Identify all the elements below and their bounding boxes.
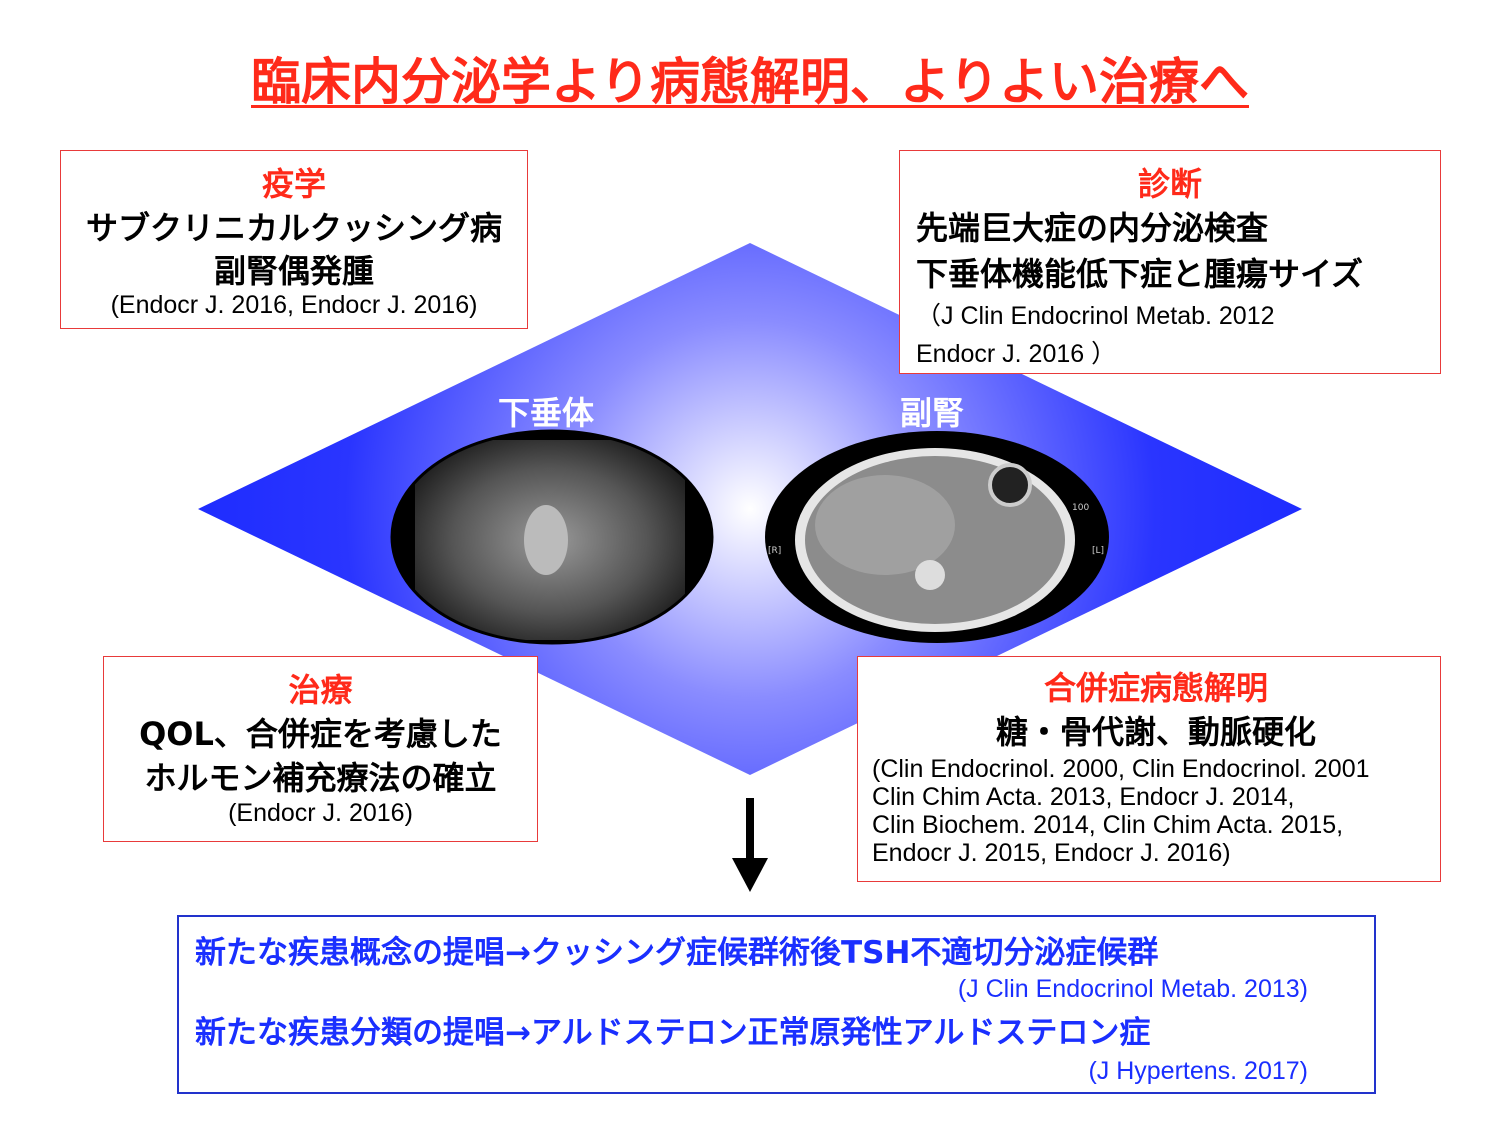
conclusion-box: 新たな疾患概念の提唱→クッシング症候群術後TSH不適切分泌症候群 (J Clin… [177, 915, 1376, 1094]
slide-title-text: 臨床内分泌学より病態解明、よりよい治療へ [251, 53, 1249, 111]
box-reference: (Endocr J. 2016, Endocr J. 2016) [110, 291, 478, 319]
box-reference: Clin Biochem. 2014, Clin Chim Acta. 2015… [872, 811, 1344, 839]
treatment-box: 治療 QOL、合併症を考慮した ホルモン補充療法の確立 (Endocr J. 2… [103, 656, 538, 842]
diagnosis-box: 診断 先端巨大症の内分泌検査 下垂体機能低下症と腫瘍サイズ （J Clin En… [899, 150, 1441, 374]
box-reference: (Clin Endocrinol. 2000, Clin Endocrinol.… [872, 755, 1370, 783]
ct-spine [915, 560, 945, 590]
slide-title: 臨床内分泌学より病態解明、よりよい治療へ [0, 42, 1500, 114]
ct-l-marker: [L] [1092, 546, 1104, 556]
box-reference: Clin Chim Acta. 2013, Endocr J. 2014, [872, 783, 1295, 811]
conclusion-ref-2: (J Hypertens. 2017) [1088, 1057, 1308, 1085]
ct-stomach [988, 463, 1032, 507]
ct-scale: 100 [1072, 503, 1089, 513]
box-line: 下垂体機能低下症と腫瘍サイズ [916, 255, 1364, 293]
box-heading: 治療 [288, 671, 353, 709]
mri-frame [390, 429, 714, 645]
box-line: サブクリニカルクッシング病 [85, 209, 502, 247]
box-reference: Endocr J. 2016 ） [916, 340, 1117, 368]
box-line: ホルモン補充療法の確立 [144, 759, 497, 797]
diamond-shape [198, 243, 1302, 775]
pituitary-label: 下垂体 [498, 394, 595, 432]
epidemiology-box: 疫学 サブクリニカルクッシング病 副腎偶発腫 (Endocr J. 2016, … [60, 150, 528, 329]
conclusion-ref-1: (J Clin Endocrinol Metab. 2013) [957, 975, 1308, 1003]
box-line: QOL、合併症を考慮した [139, 715, 502, 753]
box-line: 糖・骨代謝、動脈硬化 [995, 713, 1316, 751]
pituitary-tumor [524, 505, 568, 575]
box-reference: Endocr J. 2015, Endocr J. 2016) [872, 839, 1231, 867]
box-line: 先端巨大症の内分泌検査 [916, 209, 1269, 247]
adrenal-label: 副腎 [900, 394, 965, 432]
complications-box: 合併症病態解明 糖・骨代謝、動脈硬化 (Clin Endocrinol. 200… [857, 656, 1441, 882]
conclusion-line-2: 新たな疾患分類の提唱→アルドステロン正常原発性アルドステロン症 [195, 1015, 1151, 1051]
box-heading: 合併症病態解明 [1043, 669, 1268, 707]
box-heading: 疫学 [261, 165, 326, 203]
conclusion-line-1: 新たな疾患概念の提唱→クッシング症候群術後TSH不適切分泌症候群 [195, 935, 1159, 971]
box-line: 副腎偶発腫 [213, 252, 374, 290]
ct-liver [815, 475, 955, 575]
ct-r-marker: [R] [768, 546, 781, 556]
arrow-down-icon [732, 858, 768, 892]
box-reference: (Endocr J. 2016) [228, 799, 413, 827]
box-reference: （J Clin Endocrinol Metab. 2012 [916, 302, 1275, 330]
box-heading: 診断 [1137, 165, 1202, 203]
